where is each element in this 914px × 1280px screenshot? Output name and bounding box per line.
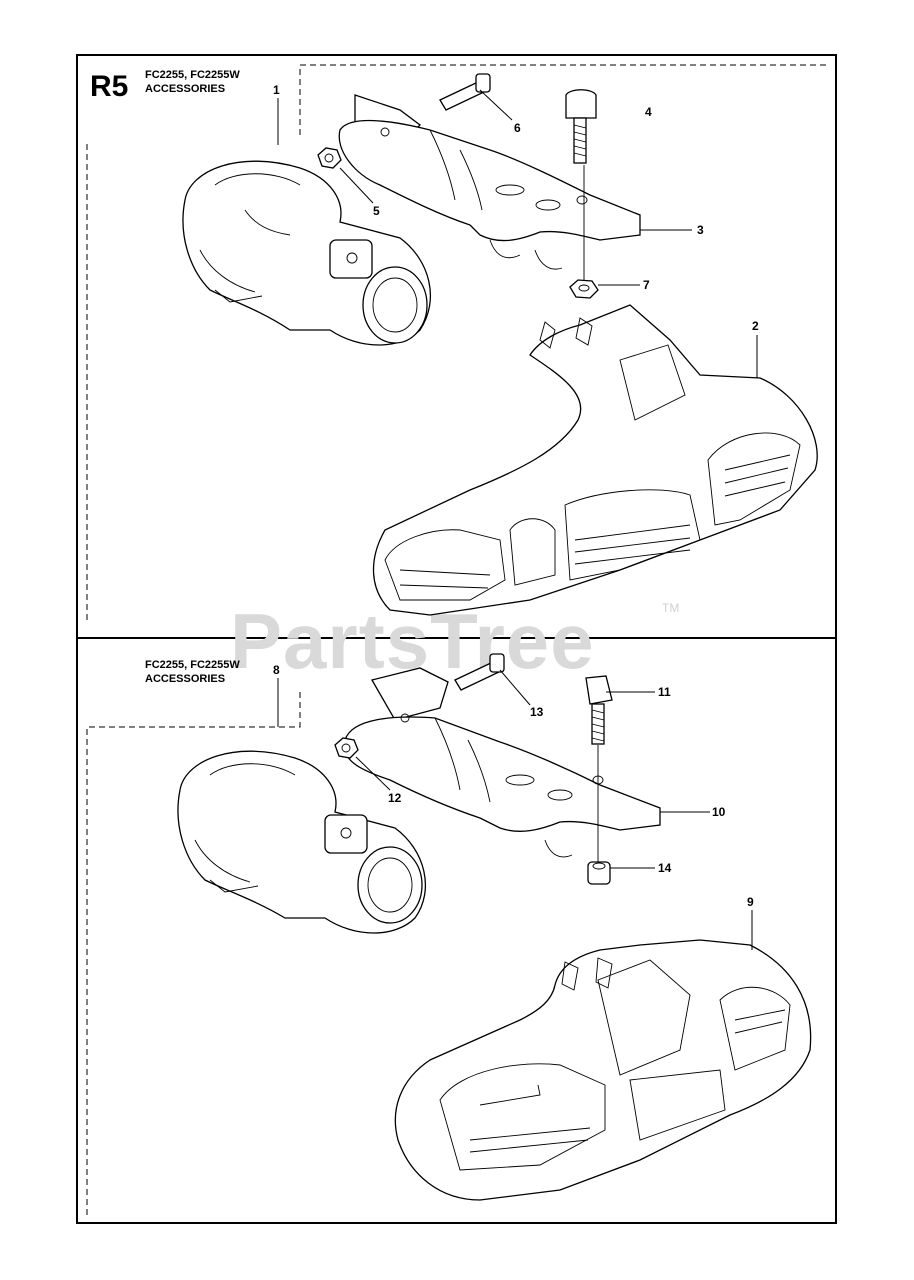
callout-2: 2 bbox=[752, 319, 759, 333]
dashed-reference-line bbox=[299, 64, 830, 135]
callout-12: 12 bbox=[388, 791, 402, 805]
section-id: R5 bbox=[90, 70, 128, 103]
callout-10: 10 bbox=[712, 805, 726, 819]
panel-top: R5 FC2255, FC2255W ACCESSORIES bbox=[86, 64, 830, 620]
callout-11: 11 bbox=[658, 685, 671, 699]
part-13-bolt bbox=[454, 653, 505, 691]
dashed-reference-line bbox=[86, 690, 301, 1215]
callout-7: 7 bbox=[643, 278, 650, 292]
callout-13: 13 bbox=[530, 705, 544, 719]
watermark-trademark: TM bbox=[662, 601, 679, 615]
callout-3: 3 bbox=[697, 223, 704, 237]
part-12-nut bbox=[334, 737, 359, 759]
panel-top-title: ACCESSORIES bbox=[145, 83, 225, 95]
part-3-shield-bracket bbox=[338, 94, 641, 270]
panel-bottom-title: ACCESSORIES bbox=[145, 673, 225, 685]
callout-14: 14 bbox=[658, 861, 672, 875]
callout-9: 9 bbox=[747, 895, 754, 909]
panel-top-models: FC2255, FC2255W bbox=[145, 69, 240, 81]
part-1-gear-housing bbox=[182, 160, 432, 346]
part-14-nut bbox=[587, 861, 611, 885]
panel-bottom: FC2255, FC2255W ACCESSORIES bbox=[86, 653, 812, 1215]
callout-4: 4 bbox=[645, 105, 652, 119]
callout-8: 8 bbox=[273, 663, 280, 677]
part-8-gear-housing bbox=[177, 750, 427, 934]
callout-1: 1 bbox=[273, 83, 280, 97]
part-7-nut bbox=[569, 165, 599, 299]
part-6-bolt bbox=[439, 73, 491, 111]
part-9-trimmer-guard bbox=[394, 939, 812, 1201]
part-4-knob-screw bbox=[565, 89, 597, 164]
callout-5: 5 bbox=[373, 204, 380, 218]
callout-6: 6 bbox=[514, 121, 521, 135]
part-10-shield-bracket bbox=[343, 667, 661, 858]
panel-bottom-models: FC2255, FC2255W bbox=[145, 659, 240, 671]
part-2-trimmer-guard bbox=[372, 304, 818, 616]
part-5-nut bbox=[317, 147, 342, 169]
part-11-knob-screw bbox=[585, 675, 613, 862]
